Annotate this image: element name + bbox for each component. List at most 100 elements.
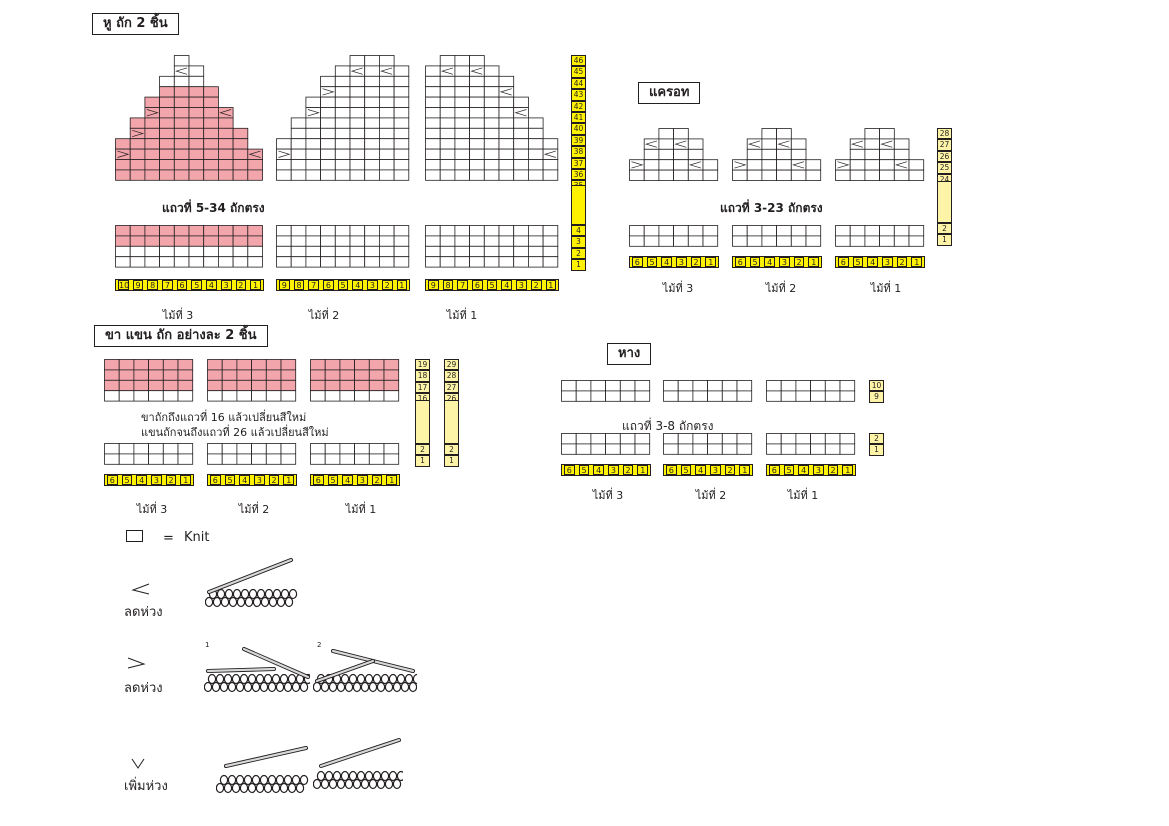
stitch-cell — [498, 127, 515, 140]
stitch-number: 5 — [486, 280, 498, 290]
stitch-number: 6 — [210, 475, 221, 485]
stitch-cell — [658, 235, 674, 247]
stitch-loop — [251, 774, 261, 786]
decrease-mark — [543, 150, 556, 158]
stitch-cell — [236, 359, 252, 371]
stitch-cell — [310, 443, 326, 455]
stitch-cell — [561, 380, 577, 392]
stitch-loop — [295, 782, 305, 794]
stitch-cell — [144, 169, 160, 181]
stitch-loop — [396, 770, 403, 782]
stitch-cell — [280, 443, 297, 455]
tail-grid-needle3-bottom — [561, 433, 651, 455]
stitch-cell — [776, 225, 792, 237]
stitch-cell — [839, 433, 856, 445]
stitch-cell — [173, 127, 190, 140]
stitch-cell — [133, 369, 149, 381]
stitch-cell — [687, 225, 704, 237]
stitch-cell — [542, 225, 559, 237]
row-number: 9 — [869, 391, 884, 403]
row-number: 10 — [869, 380, 884, 392]
stitch-number: 6 — [769, 465, 780, 475]
stitch-cell — [232, 127, 249, 140]
stitch-cell — [290, 138, 307, 150]
stitch-loop — [224, 588, 234, 600]
stitch-cell — [177, 359, 194, 371]
carrot-grid-needle2-bottom — [732, 225, 822, 247]
stitch-cell — [824, 443, 841, 455]
stitch-cell — [692, 380, 708, 392]
stitch-cell — [247, 245, 263, 258]
stitch-cell — [425, 107, 441, 119]
stitch-cell — [159, 138, 175, 150]
stitch-cell — [498, 159, 515, 171]
stitch-cell — [320, 96, 336, 108]
stitch-cell — [334, 169, 351, 181]
stitch-cell — [251, 369, 267, 381]
stitch-cell — [629, 235, 645, 247]
stitch-cell — [454, 148, 470, 160]
stitch-number: 5 — [680, 465, 692, 475]
stitch-number: 9 — [279, 280, 290, 290]
stitch-cell — [687, 169, 704, 181]
legs-note-line1: ขาถักถึงแถวที่ 16 แล้วเปลี่ยนสีใหม่ — [141, 411, 307, 424]
stitch-number: 3 — [357, 475, 368, 485]
stitch-loop — [376, 681, 386, 693]
stitch-loop — [264, 588, 274, 600]
stitch-loop — [404, 673, 414, 685]
stitch-cell — [349, 159, 366, 171]
stitch-cell — [276, 138, 292, 150]
stitch-cell — [795, 433, 811, 445]
stitch-number: 8 — [147, 280, 159, 290]
stitch-cell — [276, 256, 292, 268]
row-number: 17 — [415, 381, 430, 394]
stitch-cell — [575, 443, 592, 455]
stitch-cell — [320, 107, 336, 119]
stitch-cell — [324, 390, 341, 402]
knit-equals: = — [163, 531, 174, 546]
stitch-cell — [513, 235, 529, 247]
stitch-cell — [746, 159, 763, 171]
stitch-cell — [702, 159, 719, 171]
stitch-cell — [177, 390, 194, 402]
stitch-cell — [469, 256, 485, 268]
stitch-cell — [159, 117, 175, 129]
stitch-cell — [349, 55, 366, 67]
stitch-loop — [316, 770, 326, 782]
stitch-cell — [658, 148, 674, 161]
stitch-cell — [265, 453, 282, 465]
row-number: 27 — [937, 139, 952, 151]
decrease-mark — [644, 140, 658, 148]
stitch-cell — [290, 117, 307, 129]
stitch-cell — [280, 359, 297, 371]
stitch-cell — [218, 225, 234, 237]
knit-label: Knit — [184, 530, 210, 545]
stitch-cell — [221, 453, 238, 465]
stitch-cell — [498, 148, 515, 160]
stitch-cell — [188, 75, 205, 88]
stitch-loop — [284, 596, 294, 608]
stitch-cell — [425, 169, 441, 181]
legs-grid-needle1-bottom — [310, 443, 400, 465]
stitch-cell — [634, 443, 651, 455]
stitch-loop — [336, 681, 346, 693]
stitch-cell — [790, 138, 807, 150]
stitch-cell — [148, 359, 164, 371]
stitch-cell — [379, 148, 395, 160]
stitch-number: 4 — [867, 257, 879, 267]
stitch-cell — [334, 75, 351, 88]
stitch-loop — [328, 778, 338, 790]
stitch-cell — [159, 96, 175, 108]
stitch-cell — [393, 127, 410, 140]
stitch-cell — [305, 138, 321, 150]
stitch-cell — [469, 138, 485, 150]
stitch-number: 6 — [564, 465, 575, 475]
stitch-cell — [605, 380, 621, 392]
stitch-loop — [340, 770, 350, 782]
stitch-cell — [334, 138, 351, 150]
stitch-cell — [702, 225, 719, 237]
stitch-loop — [247, 673, 257, 685]
stitch-loop — [356, 673, 366, 685]
